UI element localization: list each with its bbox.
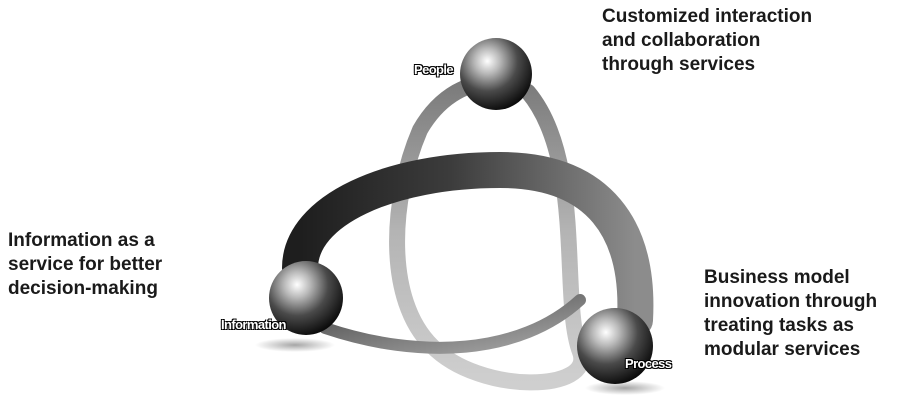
people-caption-line: and collaboration (602, 30, 761, 51)
process-caption: Business model innovation through treati… (704, 266, 877, 362)
people-loop (389, 73, 590, 391)
people-sphere (460, 38, 532, 110)
information-label: Information (221, 317, 287, 332)
information-caption-line: Information as a (8, 230, 155, 251)
information-caption-line: decision-making (8, 278, 158, 299)
process-caption-line: treating tasks as (704, 315, 854, 336)
process-sphere (577, 308, 653, 384)
information-loop (282, 151, 654, 338)
process-loop (319, 294, 586, 354)
information-caption-line: service for better (8, 254, 163, 275)
process-caption-line: modular services (704, 339, 861, 360)
process-caption-line: innovation through (704, 291, 878, 312)
process-caption-line: Business model (704, 267, 850, 288)
people-caption-line: through services (602, 54, 756, 75)
information-shadow (255, 338, 335, 352)
information-sphere (269, 261, 343, 335)
people-caption: Customized interaction and collaboration… (602, 5, 812, 77)
people-caption-line: Customized interaction (602, 6, 813, 27)
people-label: People (414, 62, 454, 77)
information-caption: Information as a service for better deci… (8, 229, 162, 301)
process-shadow (585, 381, 665, 395)
process-label: Process (625, 356, 672, 371)
